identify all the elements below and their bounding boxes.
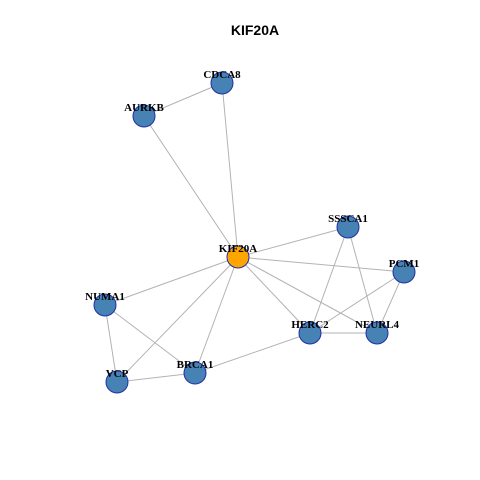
node-herc2: [298, 321, 322, 345]
edge-sssca1-neurl4: [347, 226, 378, 334]
node-pcm1: [392, 260, 416, 284]
edge-pcm1-herc2: [309, 271, 405, 334]
node-label-kif20a: KIF20A: [219, 243, 258, 255]
node-label-herc2: HERC2: [291, 319, 329, 331]
edge-cdca8-kif20a: [221, 82, 239, 258]
node-label-vcp: VCP: [106, 368, 129, 380]
node-sssca1: [336, 215, 360, 239]
node-vcp: [105, 370, 129, 394]
edge-kif20a-numa1: [104, 256, 239, 306]
edge-kif20a-pcm1: [237, 256, 405, 273]
node-label-brca1: BRCA1: [177, 359, 214, 371]
graph-title: KIF20A: [231, 22, 279, 38]
node-brca1: [183, 361, 207, 385]
node-aurkb: [132, 104, 156, 128]
edge-numa1-vcp: [104, 304, 118, 383]
edge-aurkb-kif20a: [143, 115, 239, 258]
node-kif20a: [226, 245, 250, 269]
edge-kif20a-herc2: [237, 256, 311, 334]
edge-kif20a-vcp: [116, 256, 239, 383]
edge-numa1-brca1: [104, 304, 196, 374]
node-label-aurkb: AURKB: [124, 102, 164, 114]
edge-kif20a-sssca1: [237, 226, 349, 258]
edge-brca1-vcp: [116, 372, 196, 383]
node-label-numa1: NUMA1: [85, 291, 125, 303]
edge-sssca1-herc2: [309, 226, 349, 334]
edge-layer: [104, 82, 405, 383]
edge-herc2-brca1: [194, 332, 311, 374]
node-neurl4: [365, 321, 389, 345]
node-label-cdca8: CDCA8: [203, 69, 241, 81]
node-numa1: [93, 293, 117, 317]
node-label-pcm1: PCM1: [389, 258, 420, 270]
node-label-sssca1: SSSCA1: [328, 213, 368, 225]
node-layer: [93, 71, 416, 394]
node-label-neurl4: NEURL4: [355, 319, 400, 331]
edge-cdca8-aurkb: [143, 82, 223, 117]
node-cdca8: [210, 71, 234, 95]
edge-kif20a-neurl4: [237, 256, 378, 334]
edge-kif20a-brca1: [194, 256, 239, 374]
